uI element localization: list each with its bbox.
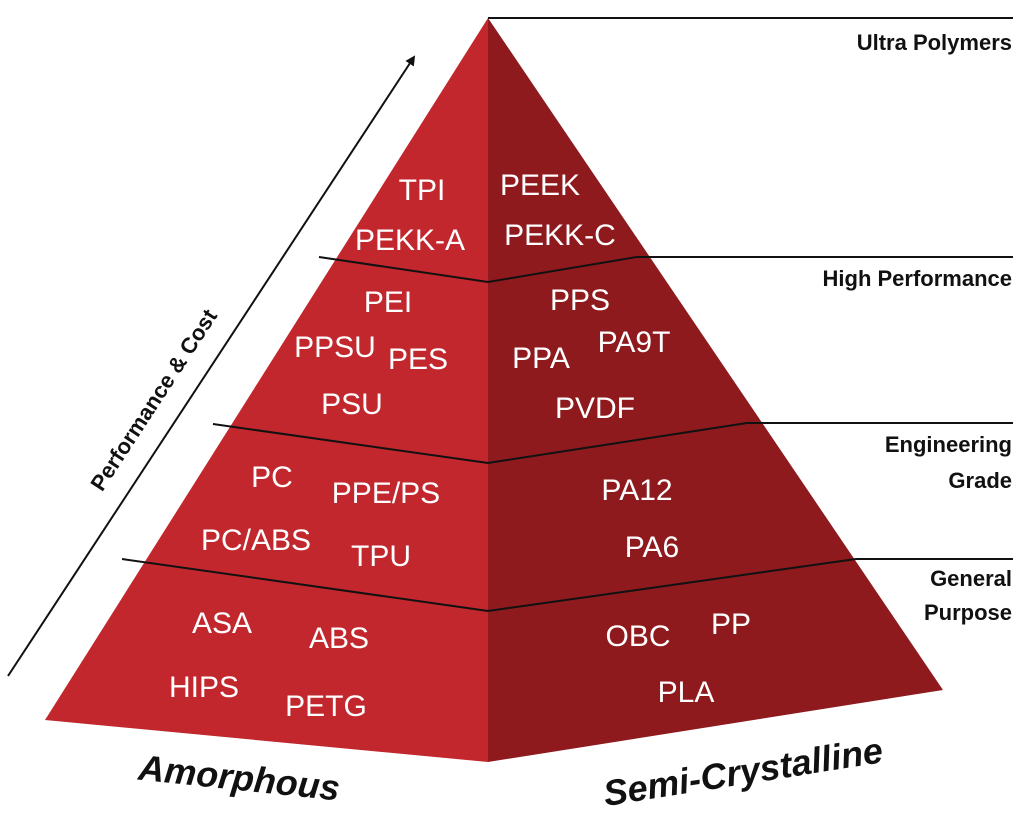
pyramid-right-face — [488, 18, 943, 762]
polymer-pvdf: PVDF — [555, 392, 635, 425]
polymer-tpi: TPI — [399, 174, 446, 207]
polymer-pla: PLA — [658, 676, 715, 709]
tier-label-engineering-line1: Engineering — [885, 432, 1012, 457]
polymer-pa9t: PA9T — [598, 326, 671, 359]
polymer-pp: PP — [711, 608, 751, 641]
polymer-psu: PSU — [321, 388, 383, 421]
tier-divider-engineering-general — [121, 558, 857, 613]
tier-label-general-line1: General — [930, 566, 1012, 591]
tier-divider-ultra-high — [318, 256, 638, 284]
polymer-pa6: PA6 — [625, 531, 679, 564]
polymer-pei: PEI — [364, 286, 412, 319]
tier-label-engineering-line2: Grade — [948, 468, 1012, 493]
pyramid-left-face — [45, 18, 488, 762]
polymer-tpu: TPU — [351, 540, 411, 573]
tier-label-ultra-polymers: Ultra Polymers — [857, 30, 1012, 55]
polymer-pps: PPS — [550, 284, 610, 317]
polymer-pc-abs: PC/ABS — [201, 524, 311, 557]
performance-cost-label: Performance & Cost — [85, 304, 222, 495]
polymer-petg: PETG — [285, 690, 367, 723]
polymer-hips: HIPS — [169, 671, 239, 704]
performance-cost-arrow — [7, 55, 416, 677]
tier-label-high-performance: High Performance — [823, 266, 1013, 291]
polymer-pa12: PA12 — [601, 474, 672, 507]
polymer-pekk-c: PEKK-C — [504, 219, 616, 252]
polymer-ppe-ps: PPE/PS — [332, 477, 440, 510]
polymer-peek: PEEK — [500, 169, 580, 202]
polymer-pes: PES — [388, 343, 448, 376]
semi-crystalline-label: Semi-Crystalline — [601, 729, 886, 814]
polymer-obc: OBC — [605, 620, 670, 653]
polymer-ppa: PPA — [512, 342, 570, 375]
polymer-asa: ASA — [192, 607, 252, 640]
amorphous-label: Amorphous — [136, 747, 342, 809]
polymer-pekk-a: PEKK-A — [355, 224, 465, 257]
polymer-pc: PC — [251, 461, 293, 494]
polymer-abs: ABS — [309, 622, 369, 655]
tier-label-general-line2: Purpose — [924, 600, 1012, 625]
polymer-ppsu: PPSU — [294, 331, 376, 364]
tier-divider-high-engineering — [212, 422, 748, 465]
